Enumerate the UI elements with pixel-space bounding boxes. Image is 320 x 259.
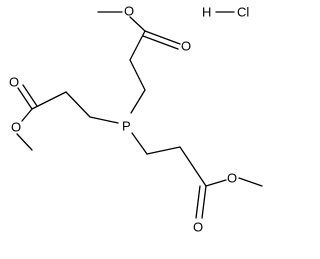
hydrogen-chloride: H Cl [202, 5, 249, 20]
c-c-bond-lower-1 [146, 146, 181, 155]
c-c-bond-left-2 [31, 91, 67, 110]
carbonyl-double-bond-upper-b [142, 35, 179, 50]
hydrogen-atom-label: H [202, 5, 211, 20]
molecule-structure: H Cl P O O O O O O [9, 4, 263, 235]
chlorine-atom-label: Cl [237, 5, 249, 20]
ester-oxygen-lower: O [227, 171, 237, 186]
ester-oxygen-left: O [11, 120, 21, 135]
p-c-bond-left [89, 116, 119, 124]
c-c-bond-left-1 [65, 91, 91, 118]
phosphorus-atom-label: P [122, 119, 131, 134]
o-methyl-bond-left [16, 133, 33, 151]
lower-ester-arm: O O [131, 132, 263, 235]
p-c-bond-lower [131, 132, 148, 155]
c-o-bond-left [21, 108, 33, 122]
o-methyl-bond-lower [238, 177, 263, 187]
c-c-bond-upper-2 [129, 30, 146, 61]
carbonyl-oxygen-lower: O [193, 220, 203, 235]
carbonyl-oxygen-upper: O [181, 39, 191, 54]
carbonyl-oxygen-left: O [9, 75, 19, 90]
carbonyl-double-bond-left-b [22, 84, 38, 107]
carbonyl-double-bond-lower-a [201, 185, 207, 219]
c-c-bond-lower-2 [179, 146, 207, 187]
ester-oxygen-upper: O [124, 4, 134, 19]
upper-ester-arm: O O [97, 4, 191, 114]
c-c-bond-upper-1 [129, 59, 146, 91]
carbonyl-double-bond-lower-b [195, 185, 201, 219]
carbonyl-double-bond-upper-a [144, 30, 181, 45]
left-ester-arm: O O [9, 75, 119, 151]
c-o-bond-lower [205, 179, 227, 187]
carbonyl-double-bond-left-a [17, 87, 33, 110]
p-c-bond-upper [130, 89, 146, 114]
c-o-bond-upper [129, 16, 146, 32]
